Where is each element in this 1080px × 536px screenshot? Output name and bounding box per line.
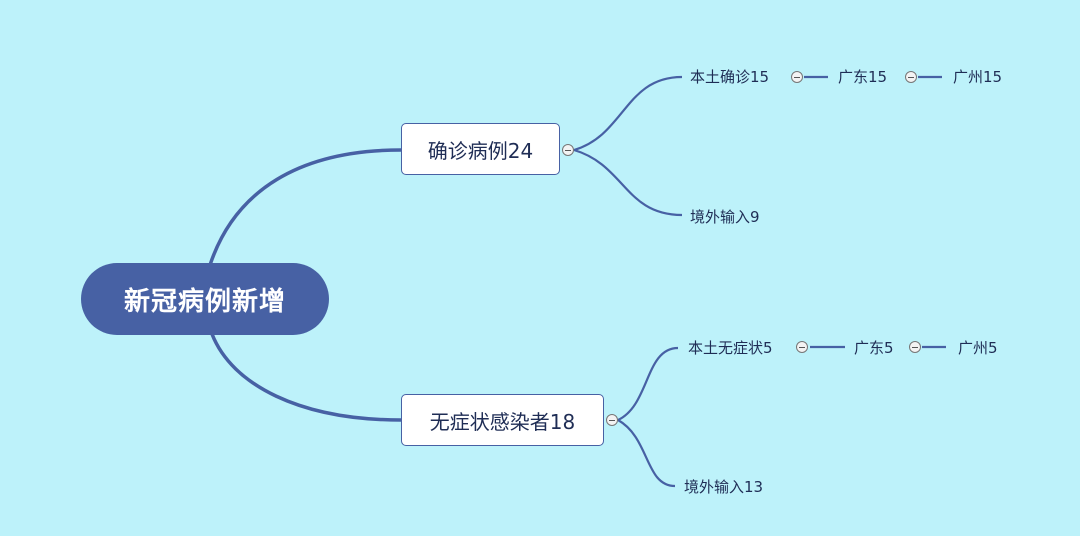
topic-asymptomatic-cases[interactable]: 无症状感染者18: [401, 394, 604, 446]
collapse-toggle-icon[interactable]: [909, 341, 921, 353]
topic-guangzhou-asymptomatic[interactable]: 广州5: [958, 339, 998, 357]
topic-confirmed-cases[interactable]: 确诊病例24: [401, 123, 560, 175]
topic-local-confirmed[interactable]: 本土确诊15: [690, 68, 770, 86]
collapse-toggle-icon[interactable]: [562, 144, 574, 156]
collapse-toggle-icon[interactable]: [796, 341, 808, 353]
topic-guangzhou-confirmed[interactable]: 广州15: [953, 68, 1003, 86]
connector-central-to-confirmed: [208, 148, 402, 266]
topic-guangdong-confirmed[interactable]: 广东15: [838, 68, 888, 86]
connector-central-to-asym: [210, 333, 402, 422]
collapse-toggle-icon[interactable]: [791, 71, 803, 83]
connector-confirmed-to-local: [573, 75, 683, 152]
topic-imported-confirmed[interactable]: 境外输入9: [690, 208, 760, 226]
topic-imported-asymptomatic[interactable]: 境外输入13: [684, 478, 764, 496]
connector-asym-to-local: [617, 346, 679, 421]
central-topic[interactable]: 新冠病例新增: [81, 263, 329, 335]
topic-local-asymptomatic[interactable]: 本土无症状5: [688, 339, 773, 357]
collapse-toggle-icon[interactable]: [606, 414, 618, 426]
topic-guangdong-asymptomatic[interactable]: 广东5: [854, 339, 894, 357]
collapse-toggle-icon[interactable]: [905, 71, 917, 83]
connector-asym-to-imported: [617, 419, 676, 488]
connector-confirmed-to-imported: [573, 148, 683, 217]
